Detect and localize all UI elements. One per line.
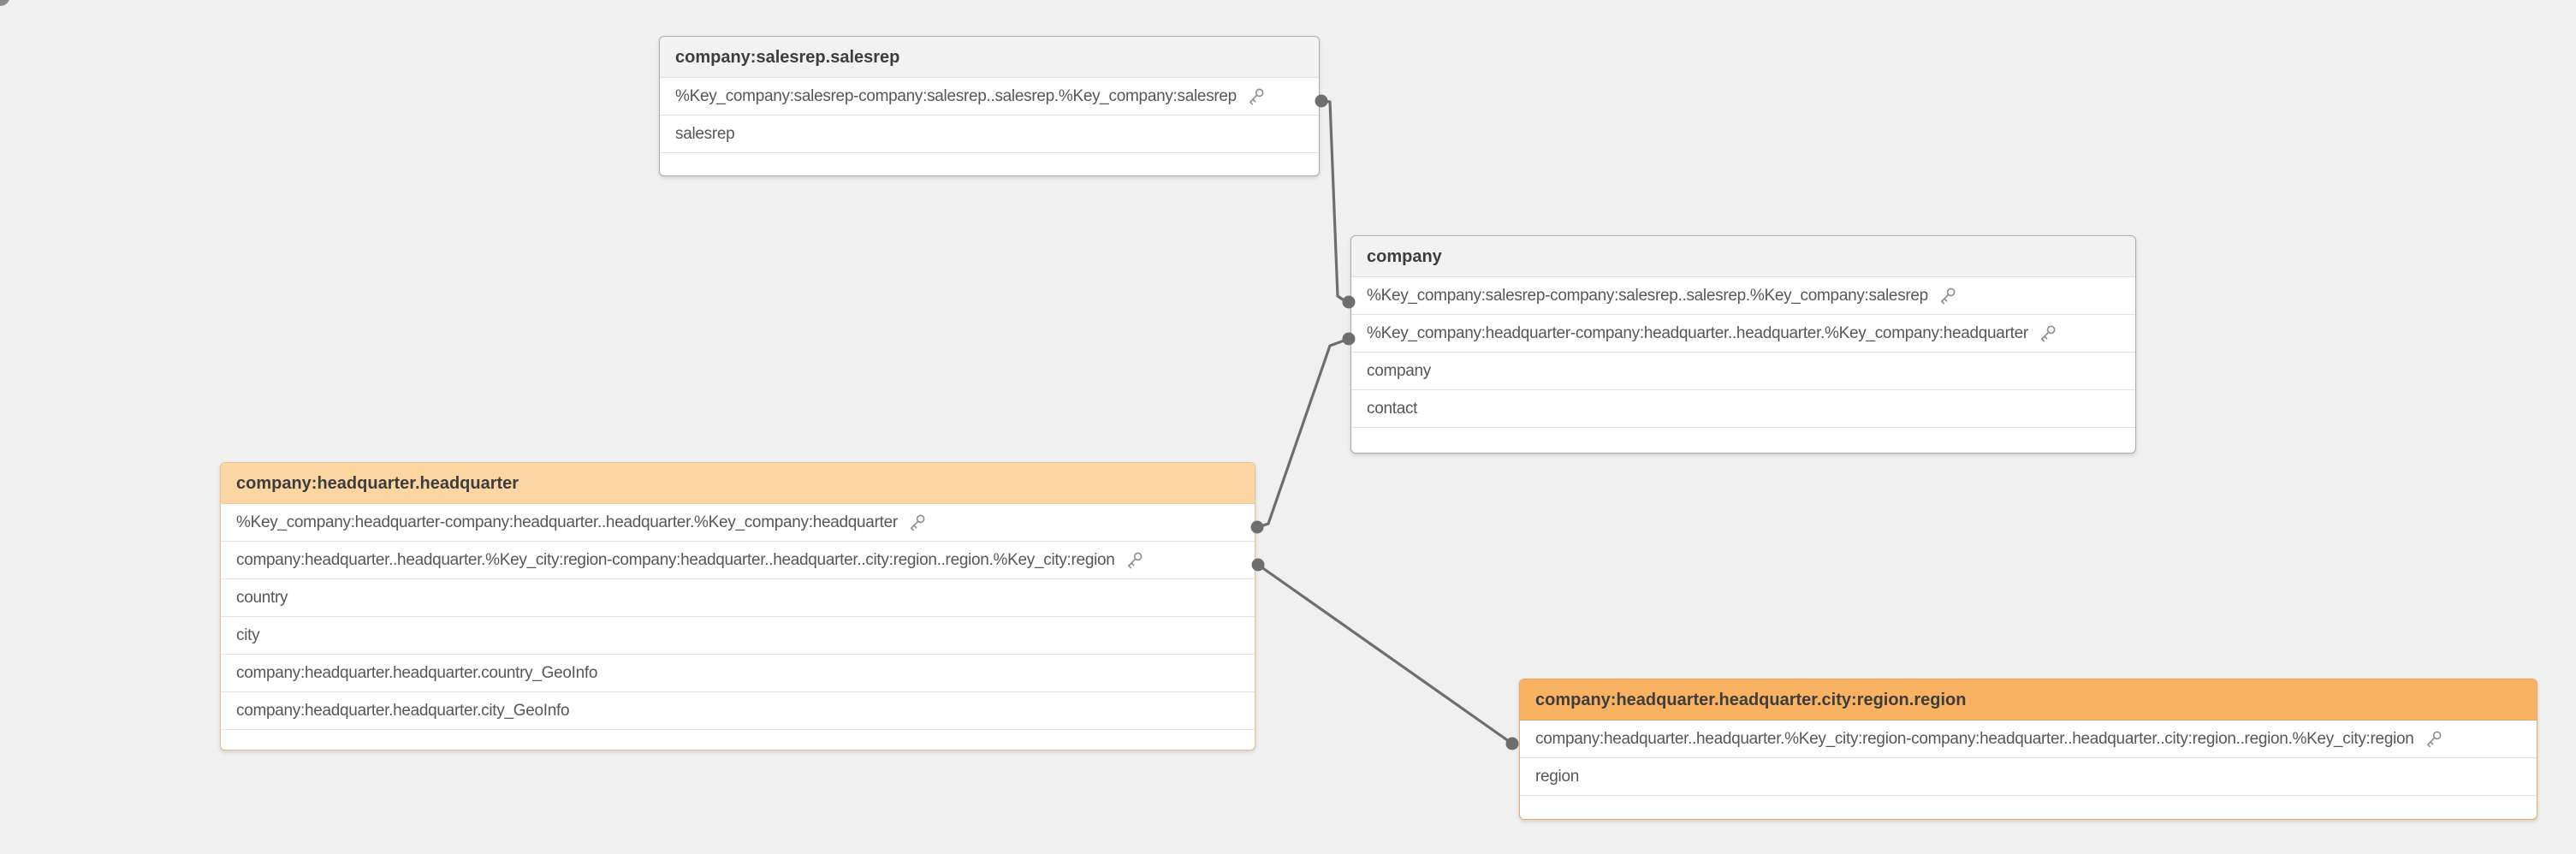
field-row[interactable]: region xyxy=(1520,758,2537,796)
field-row[interactable]: company:headquarter.headquarter.country_… xyxy=(221,655,1255,692)
key-icon xyxy=(2424,729,2443,749)
connection-line-salesrep-company xyxy=(1320,99,1347,303)
field-row[interactable]: %Key_company:salesrep-company:salesrep..… xyxy=(660,78,1319,116)
key-icon xyxy=(1938,286,1957,305)
field-name: company:headquarter..headquarter.%Key_ci… xyxy=(236,550,1115,569)
field-name: company xyxy=(1367,361,1431,380)
key-icon xyxy=(2038,323,2057,343)
field-name: country xyxy=(236,588,288,607)
table-header[interactable]: company:headquarter.headquarter xyxy=(221,463,1255,504)
field-row[interactable]: city xyxy=(221,617,1255,655)
field-row[interactable]: country xyxy=(221,579,1255,617)
connection-line-headquarter-region xyxy=(1256,563,1514,745)
connection-line-company-headquarter xyxy=(1256,337,1350,529)
field-name: %Key_company:salesrep-company:salesrep..… xyxy=(675,86,1237,105)
key-icon xyxy=(1246,86,1266,106)
field-name: city xyxy=(236,626,260,644)
field-row[interactable]: company:headquarter..headquarter.%Key_ci… xyxy=(1520,721,2537,758)
field-row[interactable]: company:headquarter.headquarter.city_Geo… xyxy=(221,692,1255,730)
field-name: company:headquarter.headquarter.city_Geo… xyxy=(236,701,570,720)
field-name: company:headquarter.headquarter.country_… xyxy=(236,663,598,682)
field-name: salesrep xyxy=(675,124,735,143)
table-company-salesrep-salesrep[interactable]: company:salesrep.salesrep %Key_company:s… xyxy=(659,36,1320,176)
field-name: %Key_company:headquarter-company:headqua… xyxy=(236,513,898,531)
field-row[interactable]: %Key_company:headquarter-company:headqua… xyxy=(1351,315,2135,353)
table-company[interactable]: company %Key_company:salesrep-company:sa… xyxy=(1350,235,2136,454)
field-name: contact xyxy=(1367,399,1418,418)
field-name: company:headquarter..headquarter.%Key_ci… xyxy=(1535,729,2414,748)
field-name: %Key_company:salesrep-company:salesrep..… xyxy=(1367,286,1928,305)
field-row[interactable]: %Key_company:salesrep-company:salesrep..… xyxy=(1351,277,2135,315)
field-row[interactable]: company xyxy=(1351,353,2135,390)
field-name: region xyxy=(1535,767,1580,786)
clipped-corner-circle xyxy=(0,0,10,6)
table-header[interactable]: company:headquarter.headquarter.city:reg… xyxy=(1520,679,2537,721)
table-company-headquarter-headquarter[interactable]: company:headquarter.headquarter %Key_com… xyxy=(220,462,1255,750)
field-name: %Key_company:headquarter-company:headqua… xyxy=(1367,323,2028,342)
table-header[interactable]: company:salesrep.salesrep xyxy=(660,37,1319,78)
table-header[interactable]: company xyxy=(1351,236,2135,277)
field-row[interactable]: company:headquarter..headquarter.%Key_ci… xyxy=(221,542,1255,579)
field-row[interactable]: salesrep xyxy=(660,116,1319,153)
connection-endpoint-dot xyxy=(1505,737,1519,750)
table-region[interactable]: company:headquarter.headquarter.city:reg… xyxy=(1519,679,2537,820)
key-icon xyxy=(1125,550,1144,570)
field-row[interactable]: %Key_company:headquarter-company:headqua… xyxy=(221,504,1255,542)
key-icon xyxy=(907,513,927,532)
field-row[interactable]: contact xyxy=(1351,390,2135,428)
